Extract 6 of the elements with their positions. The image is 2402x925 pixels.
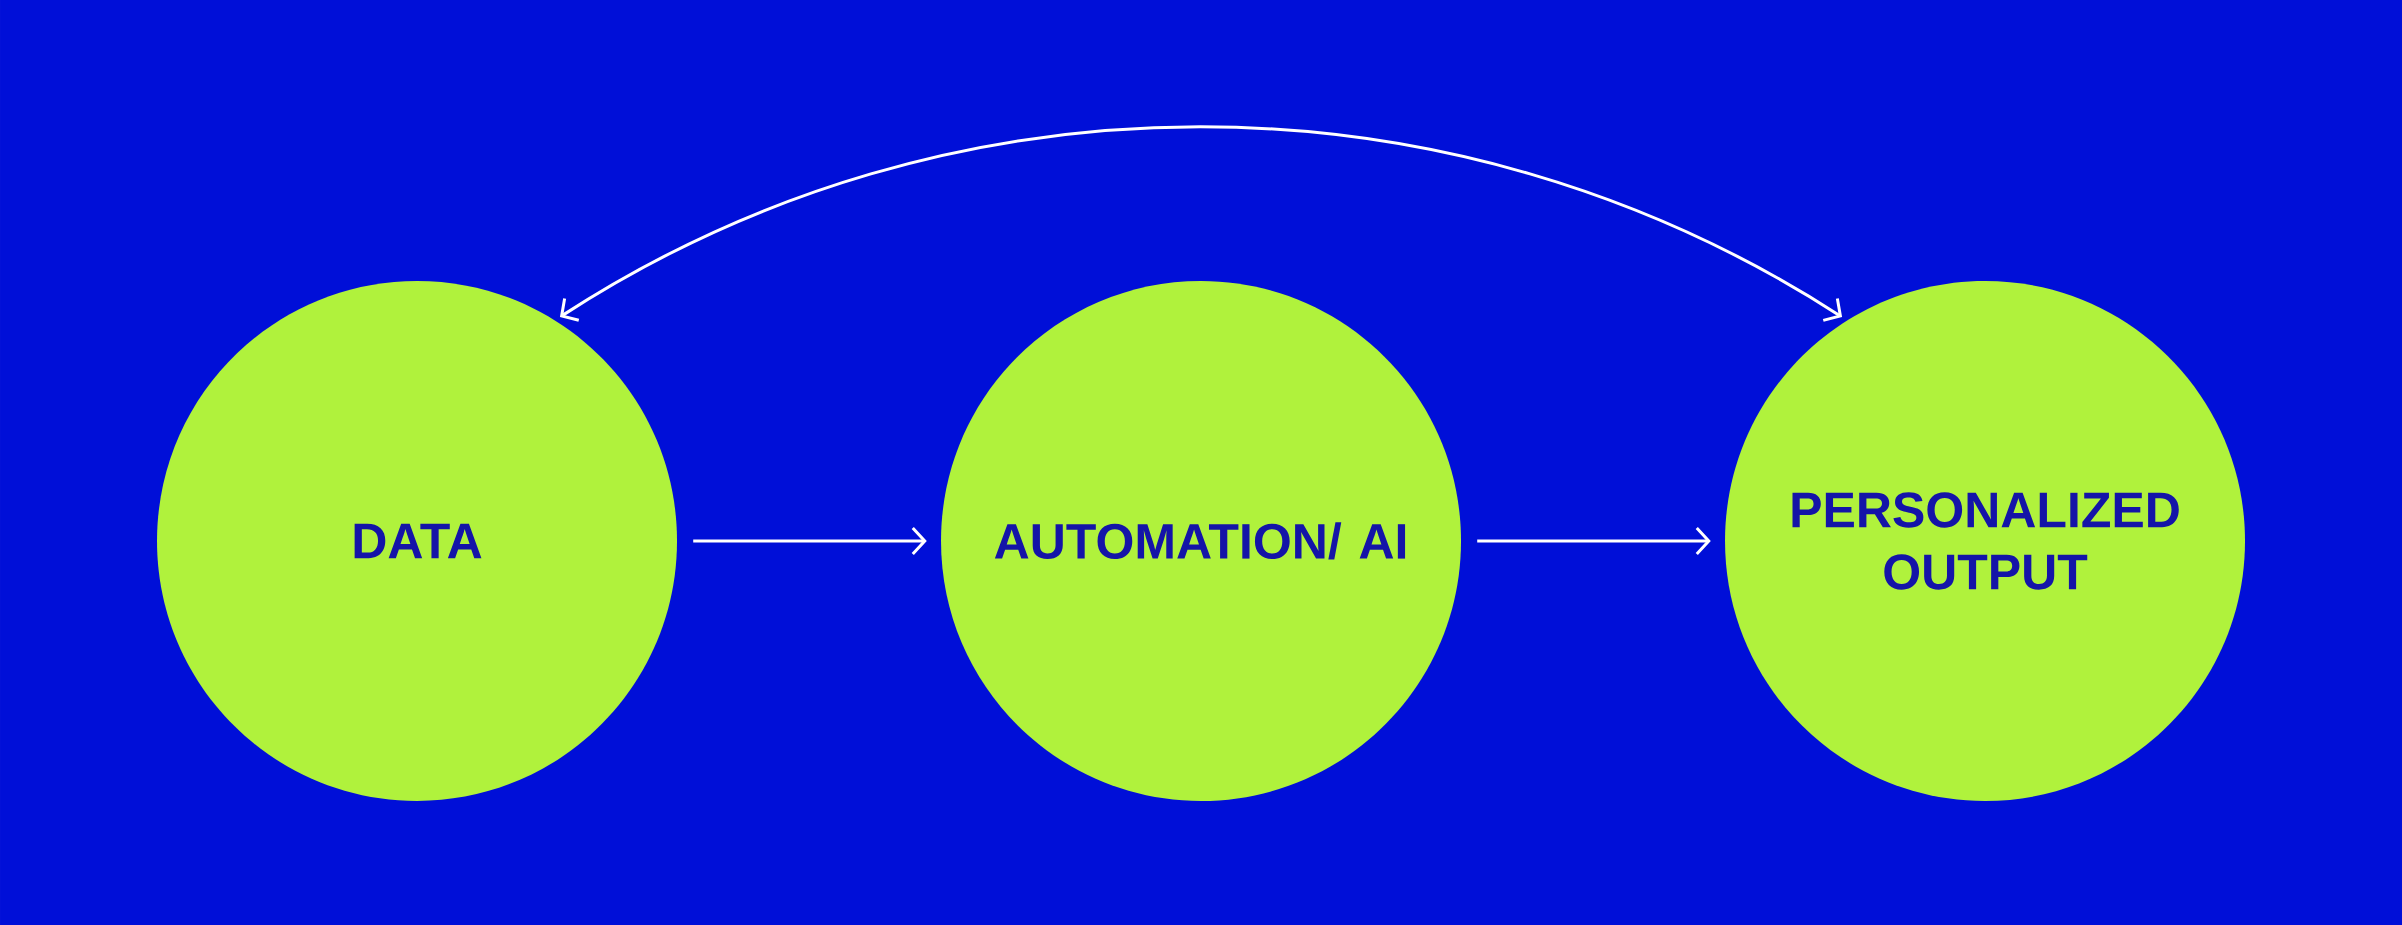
circle-node: PERSONALIZED OUTPUT [1725,281,2245,801]
circle-node: DATA [157,281,677,801]
arrow [693,526,927,555]
curved-arrow [559,125,1843,322]
circle-node: AUTOMATION/ AI [941,281,1461,801]
arrow [1477,526,1711,555]
